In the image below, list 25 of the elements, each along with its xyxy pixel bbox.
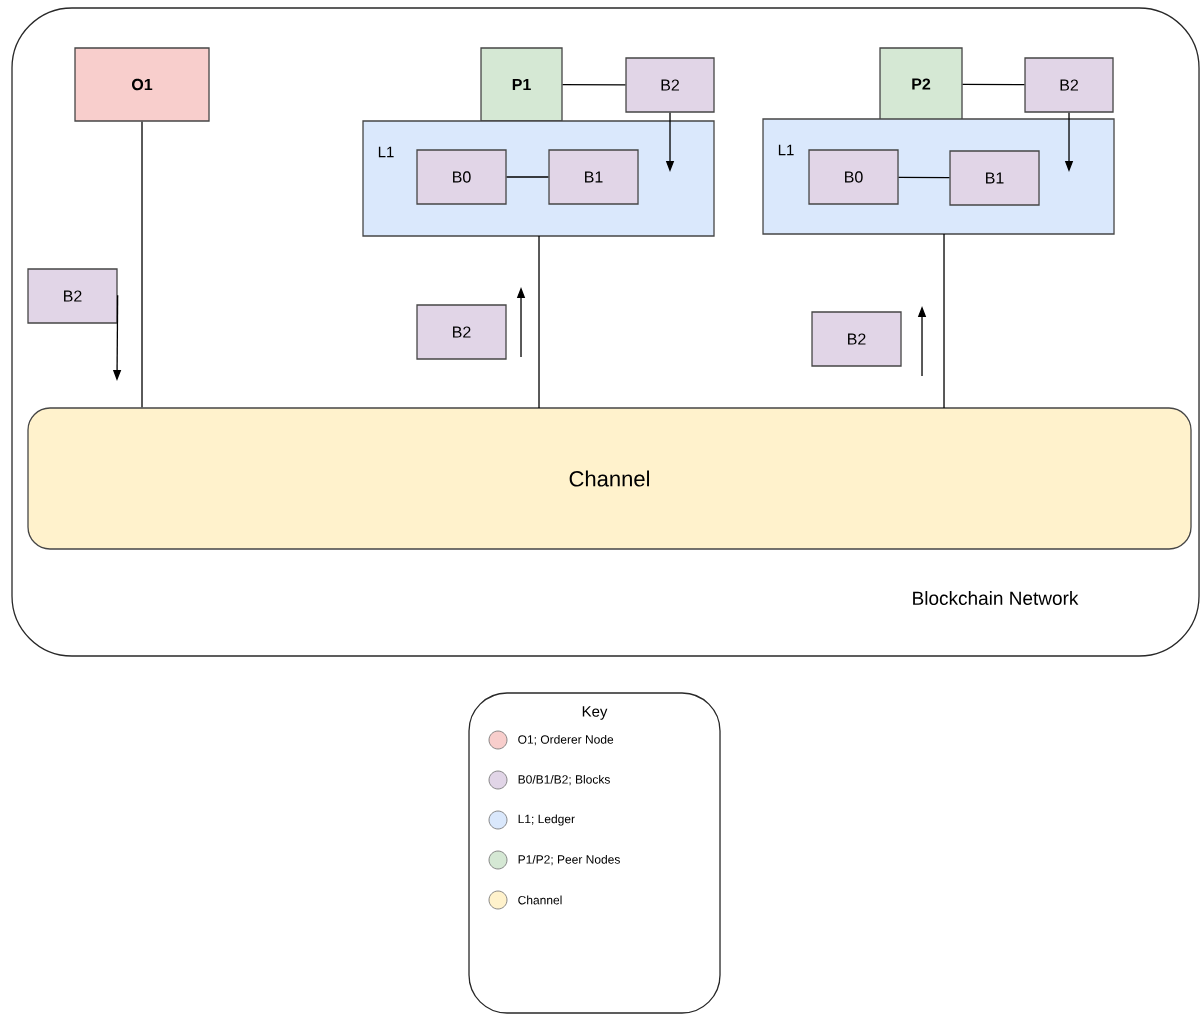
node-box: P1 bbox=[480, 47, 563, 122]
connector-line bbox=[506, 176, 549, 178]
block-box: B2 bbox=[416, 304, 507, 360]
legend-label: Channel bbox=[518, 895, 562, 905]
connector-line bbox=[141, 121, 143, 408]
legend-label: P1/P2; Peer Nodes bbox=[518, 854, 620, 866]
connector-line bbox=[898, 176, 950, 179]
channel-band: Channel bbox=[27, 407, 1192, 550]
block-box: B2 bbox=[27, 268, 118, 324]
block-box: B1 bbox=[949, 150, 1040, 206]
block-box: B0 bbox=[416, 149, 507, 205]
connector-line bbox=[962, 83, 1025, 86]
block-box: B2 bbox=[811, 311, 902, 367]
legend-label: O1; Orderer Node bbox=[518, 734, 614, 746]
block-box: B1 bbox=[548, 149, 639, 205]
node-box: O1 bbox=[74, 47, 210, 122]
node-box: P2 bbox=[879, 47, 963, 121]
connector-line bbox=[538, 235, 540, 409]
connector-line bbox=[562, 84, 626, 86]
block-box: B2 bbox=[1024, 57, 1114, 113]
legend-label: L1; Ledger bbox=[518, 814, 575, 826]
legend-label: B0/B1/B2; Blocks bbox=[518, 774, 610, 786]
block-box: B0 bbox=[808, 149, 899, 205]
block-box: B2 bbox=[625, 57, 715, 113]
connector-line bbox=[943, 233, 945, 409]
